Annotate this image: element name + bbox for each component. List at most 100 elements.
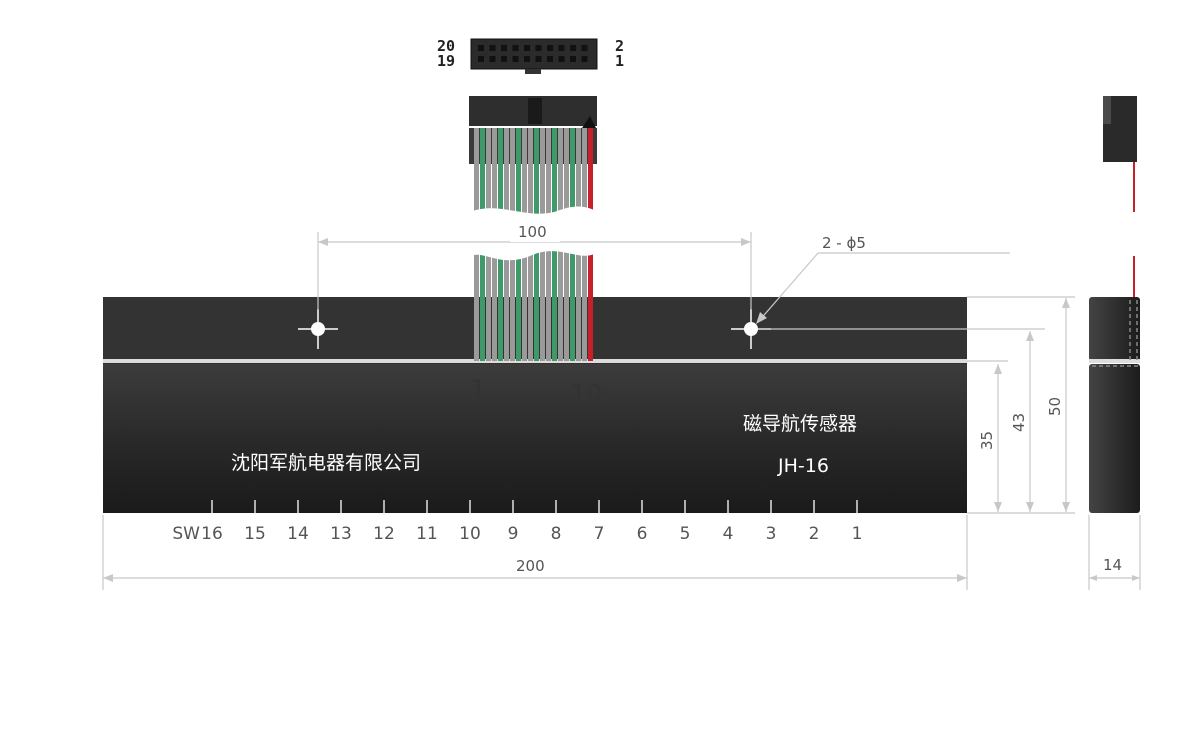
ribbon-wire xyxy=(492,297,497,361)
connector-pin xyxy=(558,45,565,51)
switch-label: 5 xyxy=(680,524,691,544)
ribbon-wire xyxy=(498,128,503,214)
hole-callout-text: 2 - ϕ5 xyxy=(822,234,866,252)
switch-label: 15 xyxy=(244,524,266,544)
switch-label: 7 xyxy=(594,524,605,544)
pin-label-19: 19 xyxy=(437,52,455,70)
ribbon-wire xyxy=(588,128,593,214)
ribbon-wire xyxy=(516,297,521,361)
connector-pin xyxy=(547,56,553,62)
hole-callout: 2 - ϕ5 xyxy=(756,234,1045,330)
ribbon-wire xyxy=(522,297,527,361)
ribbon-wire xyxy=(582,250,587,297)
switch-ticks xyxy=(211,500,858,513)
ribbon-wire xyxy=(486,250,491,297)
product-name: 磁导航传感器 xyxy=(743,413,857,435)
ribbon-wire xyxy=(540,297,545,361)
connector-pin xyxy=(535,56,542,62)
connector-pin xyxy=(512,45,519,51)
switch-label: 14 xyxy=(287,524,309,544)
dimension-hole-spacing: 100 xyxy=(317,222,752,310)
ribbon-wire xyxy=(558,297,563,361)
switch-label: 16 xyxy=(201,524,223,544)
ribbon-wire xyxy=(522,128,527,214)
switch-label: 8 xyxy=(551,524,562,544)
ribbon-wire xyxy=(534,250,539,297)
ribbon-wire xyxy=(516,128,521,214)
ribbon-wire xyxy=(516,250,521,297)
hole-spacing-value: 100 xyxy=(518,223,547,241)
ribbon-wire xyxy=(558,250,563,297)
ribbon-wire xyxy=(528,250,533,297)
ribbon-wire xyxy=(552,297,557,361)
ribbon-wire xyxy=(570,250,575,297)
switch-prefix: SW xyxy=(172,524,200,544)
ribbon-wire xyxy=(552,250,557,297)
ribbon-wire xyxy=(570,128,575,214)
mounting-hole-left xyxy=(298,309,338,349)
ribbon-wire xyxy=(492,128,497,214)
model-number: JH-16 xyxy=(777,455,829,477)
ribbon-wire xyxy=(504,128,509,214)
ribbon-connector: 20 19 2 1 xyxy=(437,37,624,74)
ribbon-wire xyxy=(576,128,581,214)
side-view: 14 xyxy=(1088,96,1141,590)
ribbon-wire xyxy=(528,128,533,214)
height-lower-value: 35 xyxy=(978,431,996,450)
ribbon-wire xyxy=(504,297,509,361)
ribbon-wire xyxy=(564,297,569,361)
ribbon-wire xyxy=(588,250,593,297)
ribbon-wire xyxy=(498,297,503,361)
ribbon-wire xyxy=(546,128,551,214)
ribbon-wire xyxy=(576,297,581,361)
switch-label: 10 xyxy=(459,524,481,544)
ribbon-wire xyxy=(480,250,485,297)
ribbon-wire xyxy=(576,250,581,297)
connector-pin xyxy=(570,45,576,51)
ribbon-wire xyxy=(474,297,479,361)
switch-label: 13 xyxy=(330,524,352,544)
ribbon-wire xyxy=(588,297,593,361)
total-length-value: 200 xyxy=(516,557,545,575)
ribbon-wire xyxy=(528,297,533,361)
switch-label: 3 xyxy=(766,524,777,544)
connector-pin xyxy=(501,45,507,51)
ribbon-wire xyxy=(582,297,587,361)
ribbon-cable-entry xyxy=(474,297,593,361)
ribbon-wire xyxy=(522,250,527,297)
switch-label: 6 xyxy=(637,524,648,544)
connector-pin xyxy=(489,45,496,51)
ribbon-wire xyxy=(486,297,491,361)
pin-label-20: 20 xyxy=(437,37,455,55)
switch-label: 11 xyxy=(416,524,438,544)
ribbon-cable xyxy=(469,96,598,297)
connector-pin xyxy=(535,45,542,51)
ribbon-wire xyxy=(474,250,479,297)
ribbon-wire xyxy=(552,128,557,214)
connector-pin xyxy=(489,56,496,62)
ribbon-wire xyxy=(546,297,551,361)
dimension-total-length: 200 xyxy=(102,515,968,590)
connector-pin xyxy=(581,45,588,51)
ribbon-wire xyxy=(510,250,515,297)
ribbon-wire xyxy=(510,128,515,214)
ribbon-wire xyxy=(480,297,485,361)
cable-pin-1-label: 1 xyxy=(470,375,487,405)
ribbon-wire xyxy=(546,250,551,297)
switch-label: 4 xyxy=(723,524,734,544)
ribbon-wire xyxy=(498,250,503,297)
ribbon-wire xyxy=(540,128,545,214)
connector-pin xyxy=(524,56,530,62)
company-name: 沈阳军航电器有限公司 xyxy=(231,452,421,474)
depth-value: 14 xyxy=(1103,556,1122,574)
ribbon-wire xyxy=(492,250,497,297)
dimension-heights: 35 43 50 xyxy=(967,296,1075,514)
ribbon-wire xyxy=(558,128,563,214)
switch-label: 9 xyxy=(508,524,519,544)
ribbon-wire xyxy=(510,297,515,361)
ribbon-wire xyxy=(480,128,485,214)
sensor-body xyxy=(103,297,967,513)
height-total-value: 50 xyxy=(1046,397,1064,416)
